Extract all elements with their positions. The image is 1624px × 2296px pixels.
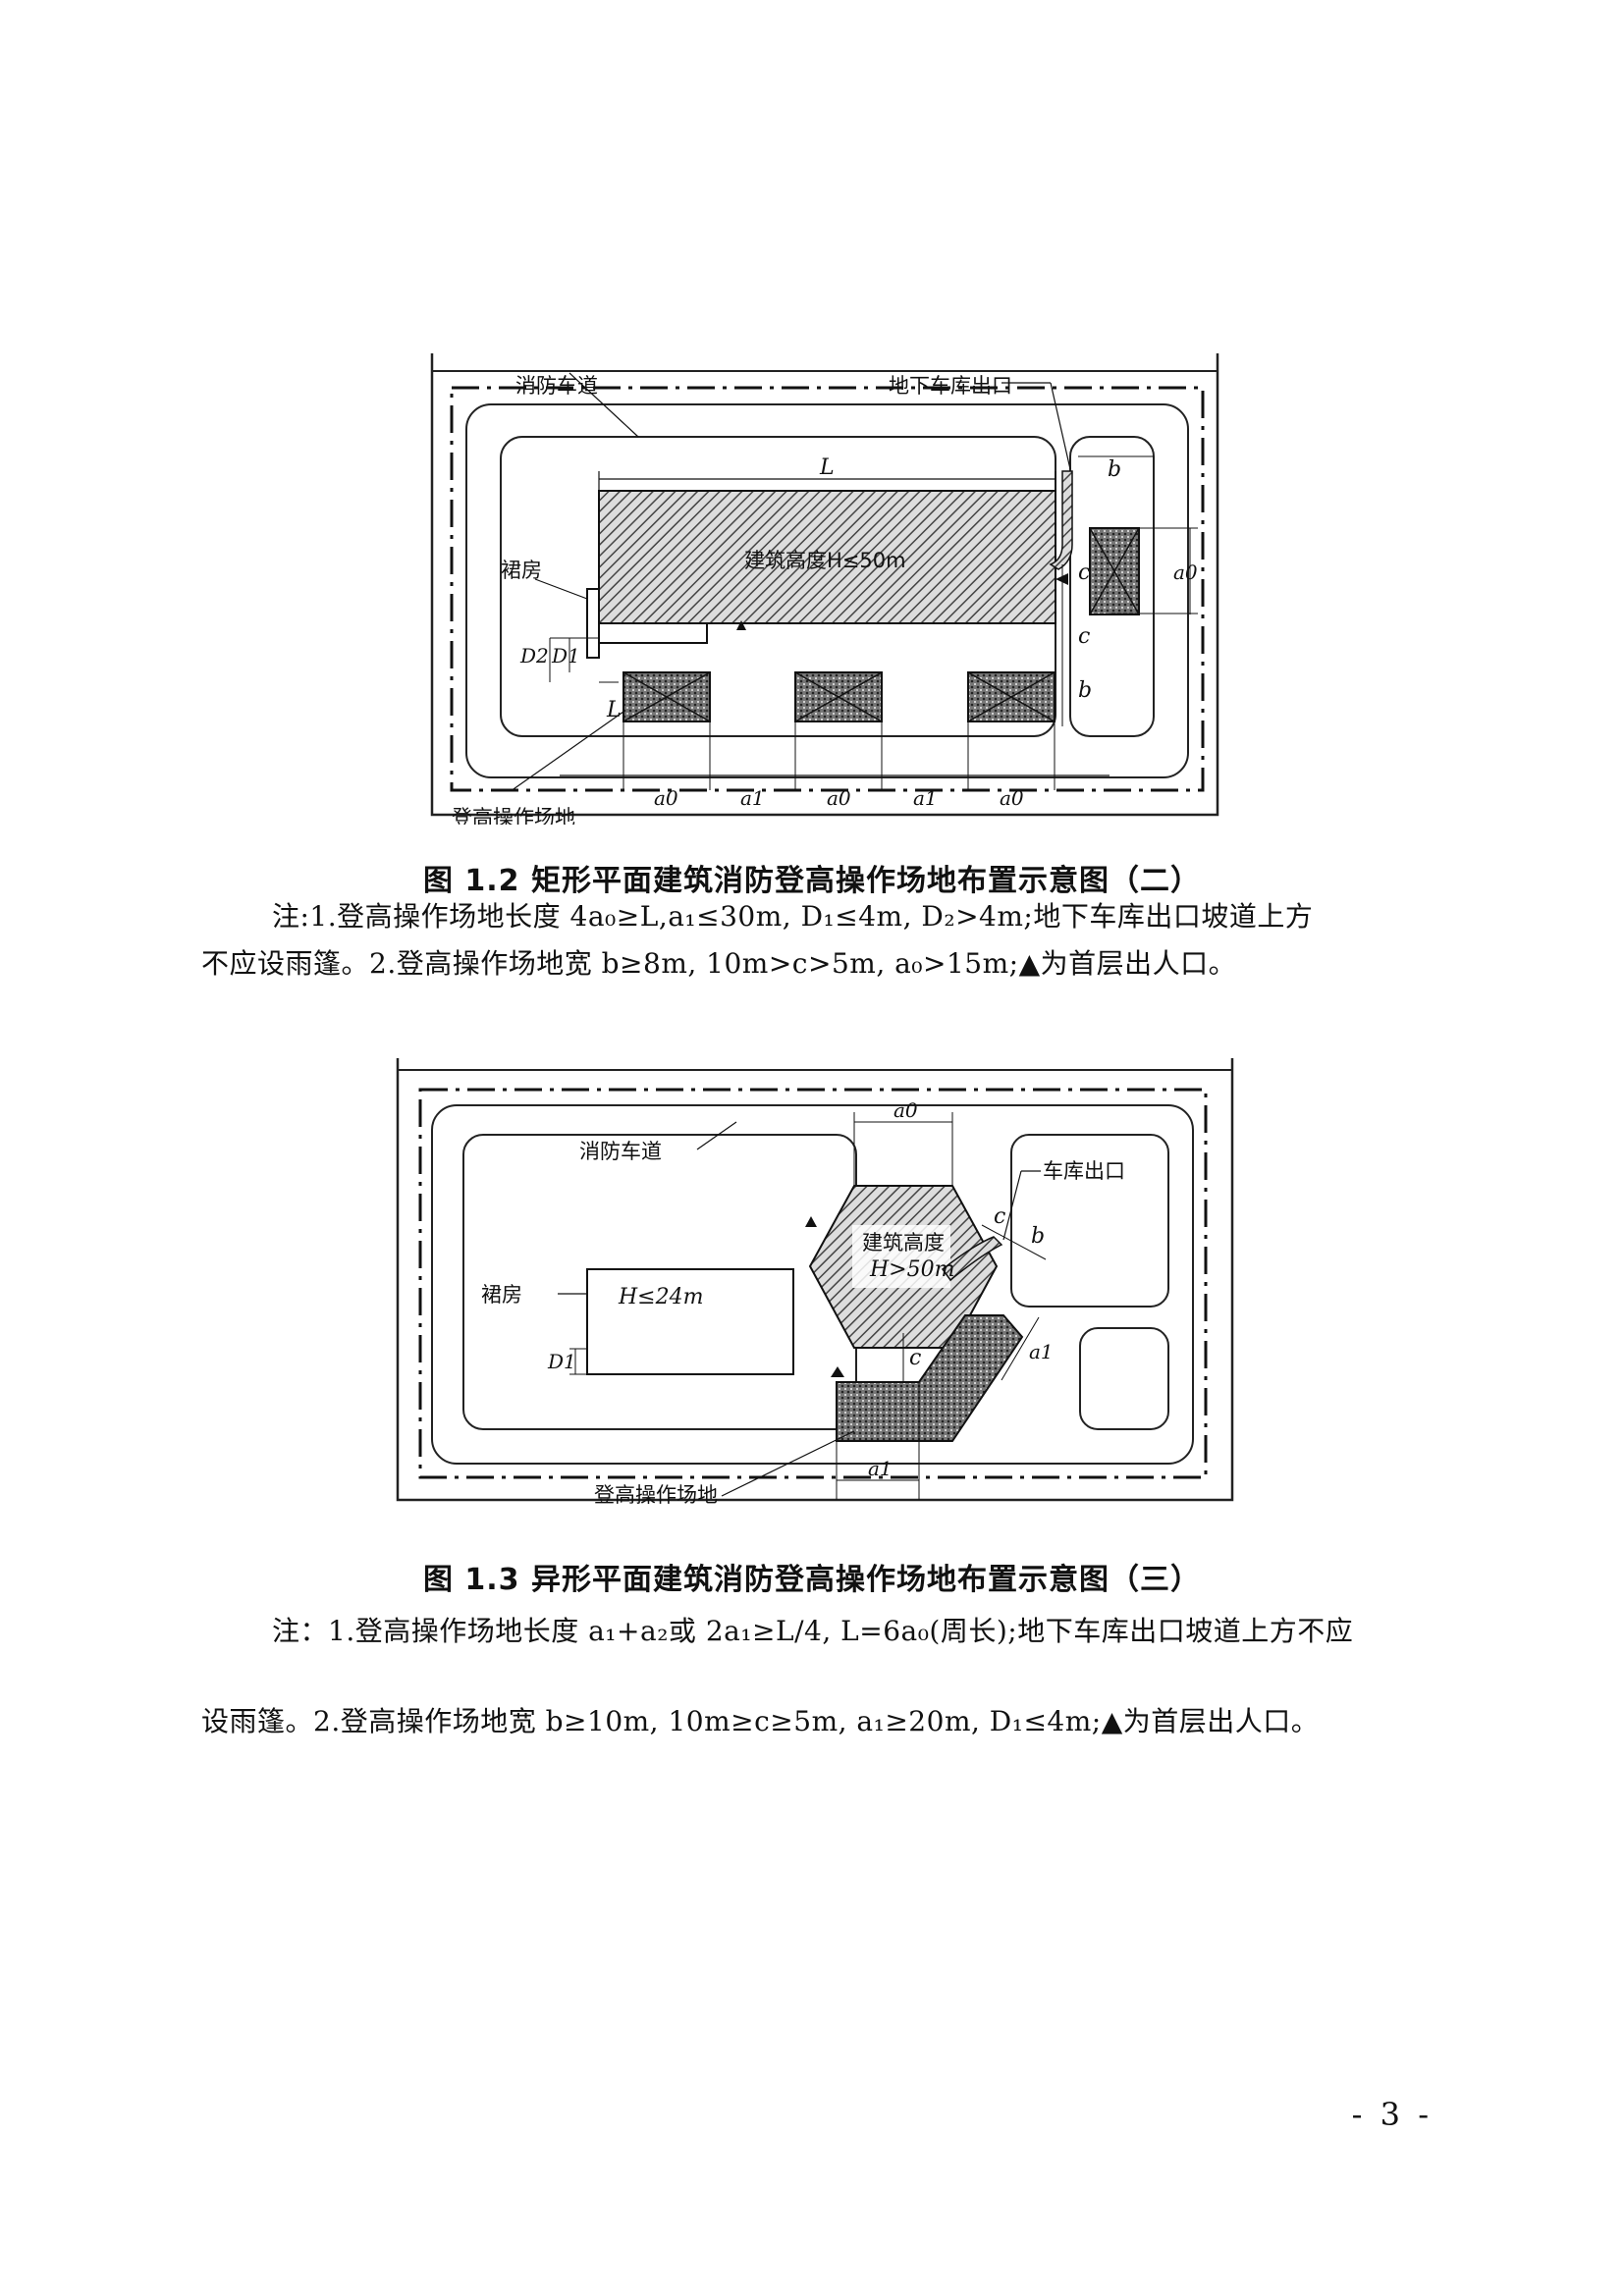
dim-bottom-3: a0 — [827, 786, 851, 810]
figure-1-caption: 图 1.2 矩形平面建筑消防登高操作场地布置示意图（二） — [422, 864, 1202, 898]
site-boundary — [396, 1058, 1234, 1502]
figure-2-caption: 图 1.3 异形平面建筑消防登高操作场地布置示意图（三） — [422, 1563, 1202, 1597]
fire-lane-label: 消防车道 — [579, 1140, 662, 1163]
dim-a1-diag: a1 — [1029, 1340, 1054, 1363]
platform-area — [836, 1314, 1024, 1442]
fire-lane-inner-right — [1010, 1134, 1169, 1308]
dim-L-top: L — [819, 455, 835, 480]
garage-ramp — [1049, 470, 1073, 570]
tower-height-label-1: 建筑高度 — [862, 1231, 945, 1255]
dim-b-side: b — [1078, 678, 1092, 703]
dim-c-vert: c — [909, 1346, 921, 1370]
fire-lane-leader — [696, 1121, 737, 1150]
platform-label: 登高操作场地 — [452, 806, 575, 825]
podium-height-label: H≤24m — [618, 1285, 703, 1309]
figure-2-note-line1: 注：1.登高操作场地长度 a₁+a₂或 2a₁≥L/4, L=6a₀(周长);地… — [272, 1615, 1354, 1647]
property-line — [450, 386, 1205, 792]
dim-a0-right: a0 — [1173, 561, 1198, 584]
dim-c-top: c — [1078, 561, 1090, 585]
property-line — [418, 1088, 1208, 1479]
entrance-marker — [736, 620, 746, 630]
figure-irregular-plan: 消防车道 车库出口 裙房 H≤24m 建筑高度 H>50m 登高操作场地 a0 … — [393, 1048, 1247, 1510]
garage-exit-label: 地下车库出口 — [889, 374, 1012, 398]
podium-label: 裙房 — [501, 559, 542, 582]
fire-lane-inner-right — [1069, 436, 1155, 737]
building-height-label: 建筑高度H≤50m — [744, 549, 906, 572]
tower-label-bg — [852, 1225, 950, 1288]
tower-height-label-2: H>50m — [869, 1257, 954, 1282]
entrance-marker — [805, 1216, 817, 1227]
dim-a0: a0 — [893, 1098, 918, 1122]
rectangular-plan-diagram: 消防车道 地下车库出口 裙房 建筑高度H≤50m 登高操作场地 L L b b … — [430, 353, 1219, 825]
figure-rectangular-plan: 消防车道 地下车库出口 裙房 建筑高度H≤50m 登高操作场地 L L b b … — [422, 344, 1227, 825]
podium-label: 裙房 — [481, 1283, 522, 1307]
site-boundary — [430, 353, 1219, 817]
podium-building — [586, 1268, 794, 1375]
dim-L-side: L — [606, 698, 622, 722]
fire-lane-label: 消防车道 — [515, 374, 598, 398]
garage-exit-label: 车库出口 — [1043, 1159, 1125, 1183]
main-building — [598, 490, 1056, 624]
garage-ramp — [941, 1236, 1003, 1282]
platform-leader — [510, 711, 624, 792]
dim-D1: D1 — [547, 1350, 576, 1373]
platform-leader — [721, 1430, 855, 1497]
page-number: - 3 - — [1351, 2096, 1433, 2133]
dim-bottom-2: a1 — [740, 786, 765, 810]
dim-D2: D2 — [519, 644, 549, 667]
platform-label: 登高操作场地 — [594, 1483, 718, 1507]
fire-lane-inner-right-lower — [1079, 1327, 1169, 1430]
figure-1-note-line1: 注:1.登高操作场地长度 4a₀≥L,a₁≤30m, D₁≤4m, D₂>4m;… — [272, 900, 1314, 933]
fire-lane-outer — [465, 403, 1189, 778]
dim-bottom-5: a0 — [1000, 786, 1024, 810]
irregular-plan-diagram: 消防车道 车库出口 裙房 H≤24m 建筑高度 H>50m 登高操作场地 a0 … — [396, 1058, 1234, 1507]
podium-leader — [534, 578, 588, 600]
dim-b-top: b — [1031, 1224, 1045, 1249]
dim-bottom-4: a1 — [913, 786, 938, 810]
fire-lane-leader — [568, 372, 639, 438]
figure-1-note-line2: 不应设雨篷。2.登高操作场地宽 b≥8m, 10m>c>5m, a₀>15m;▲… — [201, 947, 1237, 980]
dim-a1-bottom: a1 — [868, 1457, 893, 1480]
dim-c-bottom: c — [1078, 624, 1090, 649]
dim-D1: D1 — [551, 644, 580, 667]
dim-b-top: b — [1108, 457, 1121, 482]
fire-lane-outer — [431, 1104, 1194, 1465]
entrance-marker — [831, 1366, 844, 1377]
figure-2-note-line2: 设雨篷。2.登高操作场地宽 b≥10m, 10m≥c≥5m, a₁≥20m, D… — [201, 1705, 1320, 1737]
dim-c-top: c — [994, 1204, 1005, 1229]
podium-block — [586, 588, 600, 659]
dim-bottom-1: a0 — [654, 786, 678, 810]
podium-base — [598, 622, 708, 644]
